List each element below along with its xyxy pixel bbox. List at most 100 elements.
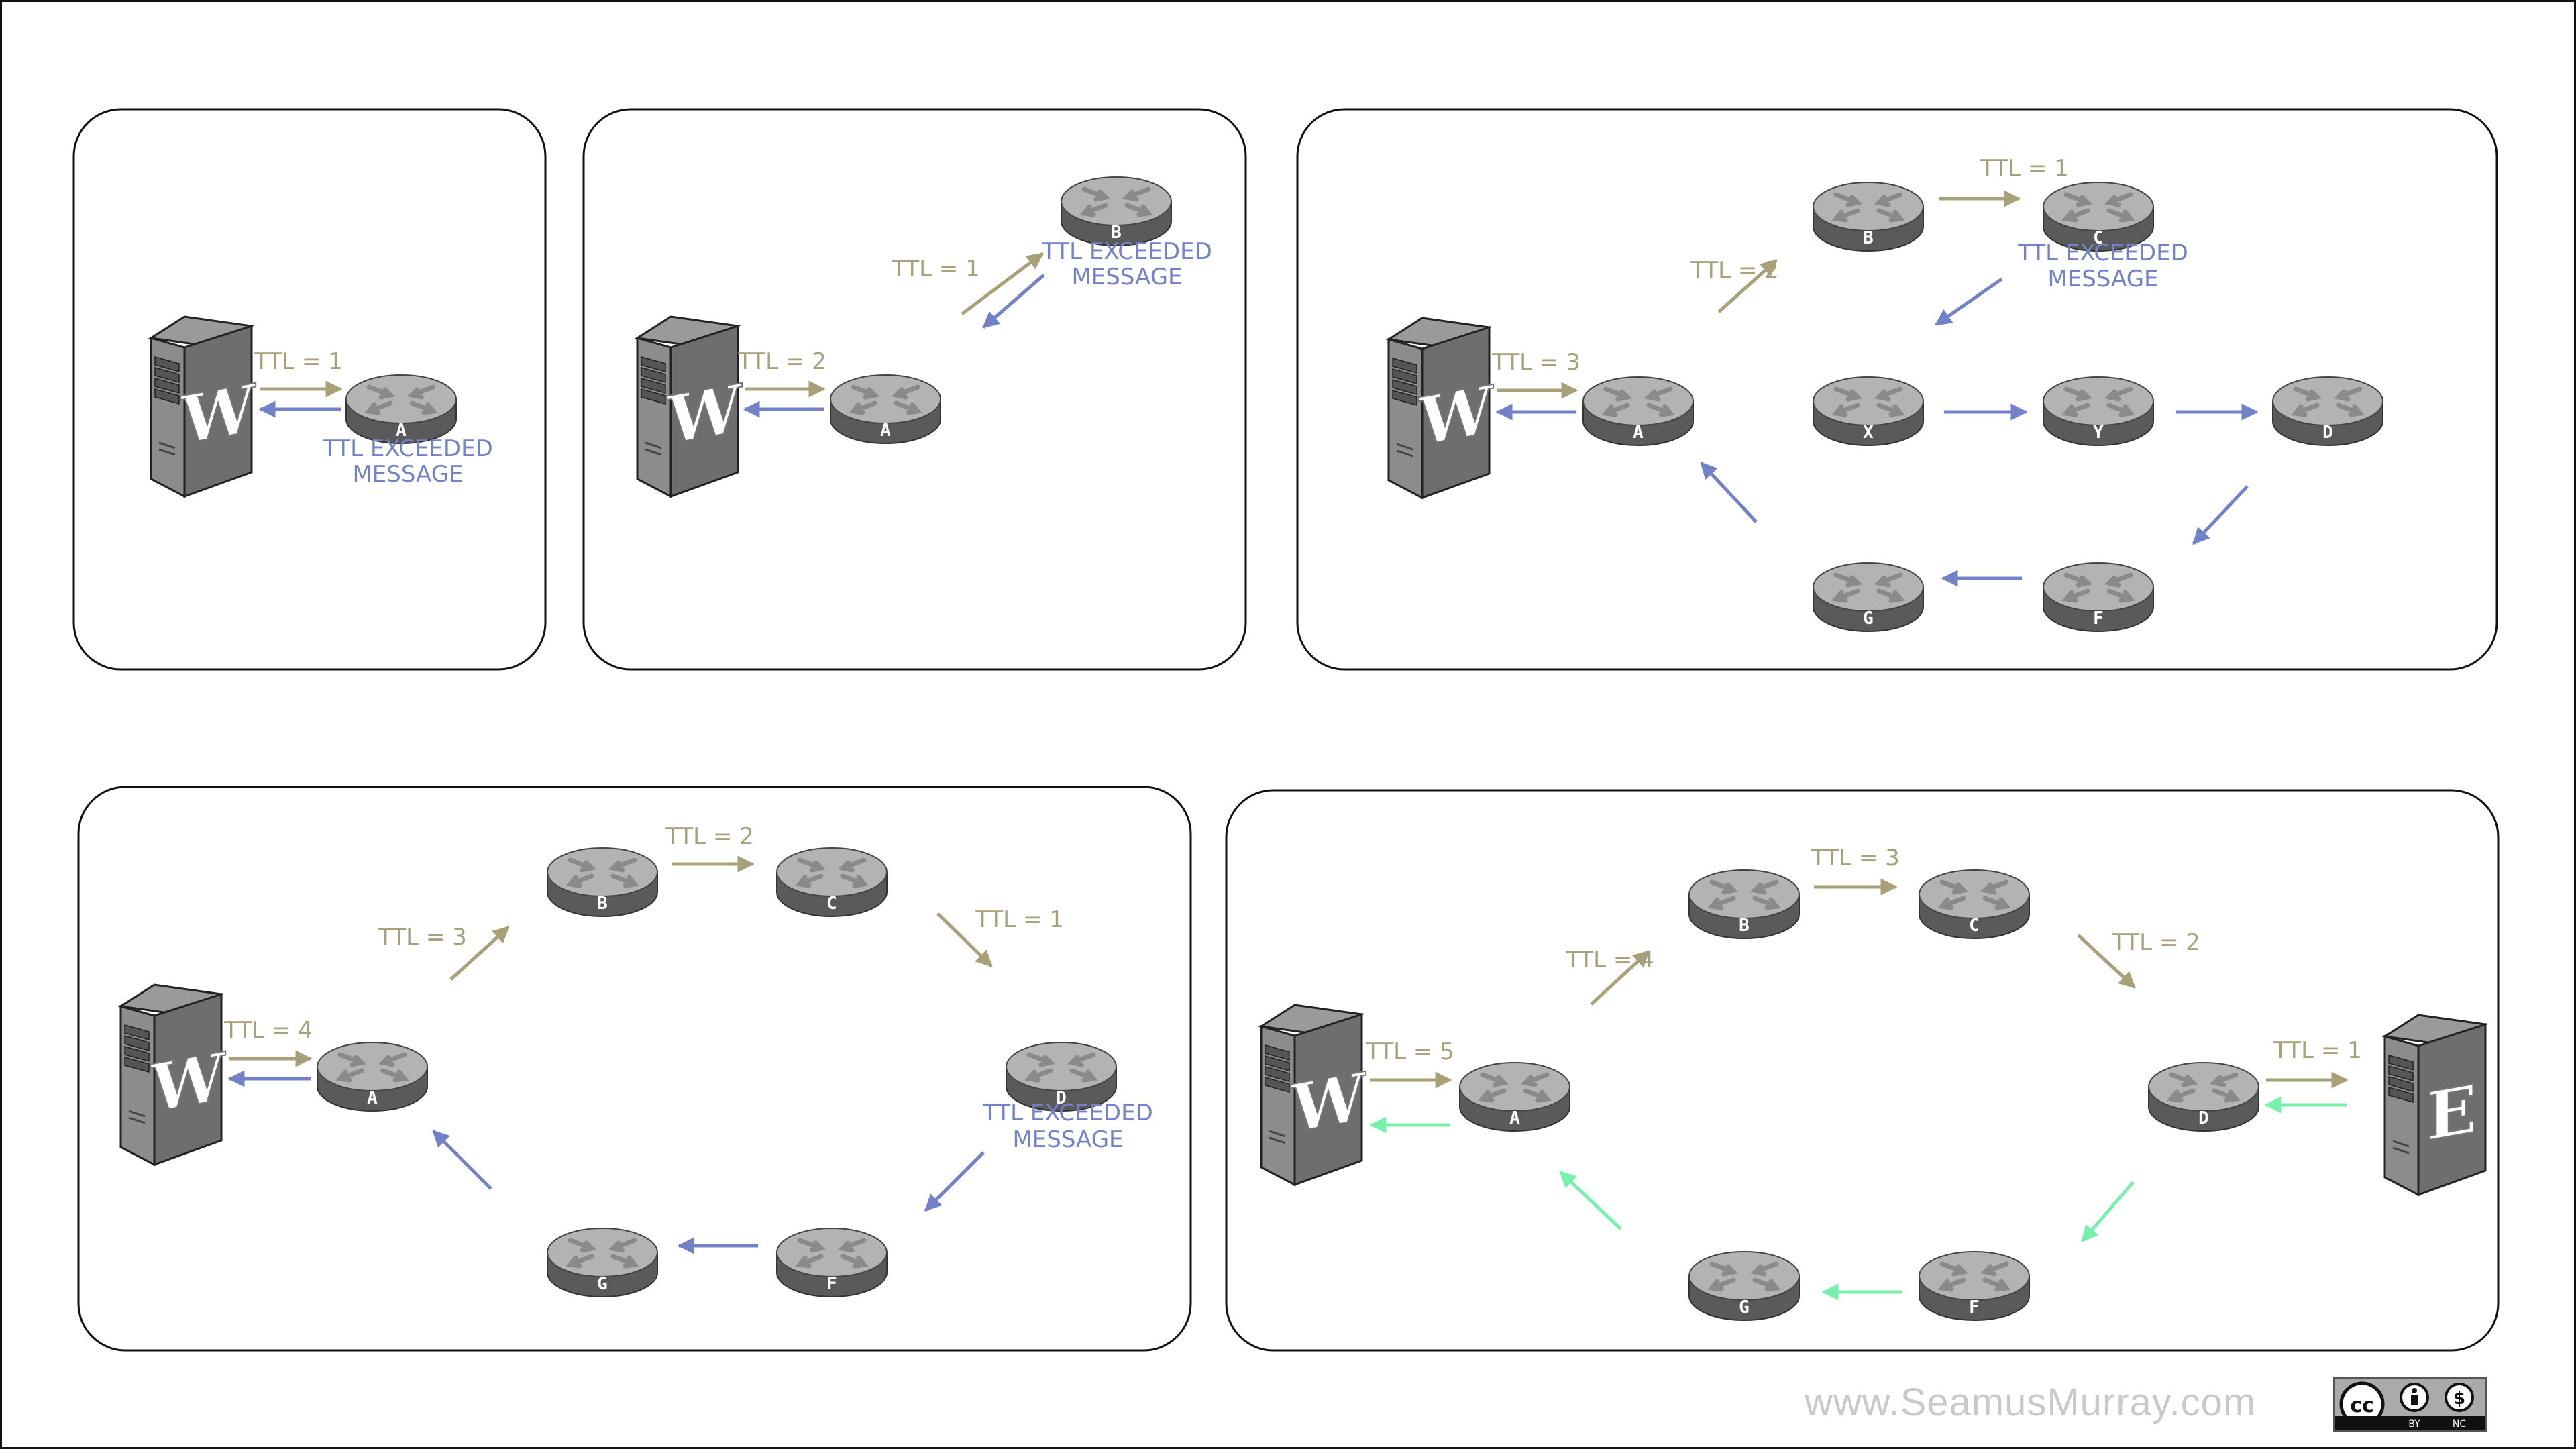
router-arrows-icon (795, 1238, 869, 1269)
svg-text:BY: BY (2408, 1419, 2420, 1430)
router-arrows-icon (1831, 192, 1905, 223)
router-label: D (2322, 423, 2333, 443)
router-arrows-icon (1707, 1261, 1781, 1292)
router-c: C (2043, 182, 2154, 252)
server-letter: W (1418, 371, 1494, 462)
router-g: G (547, 1228, 658, 1297)
ttl-exceeded-label: TTL EXCEEDED (1041, 238, 1212, 265)
router-label: F (1969, 1297, 1980, 1318)
reply-arrow (1700, 462, 1758, 523)
site-url[interactable]: www.SeamusMurray.com (1805, 1380, 2257, 1424)
reply-arrow (924, 1151, 985, 1212)
server-letter: W (150, 1038, 226, 1128)
svg-text:$: $ (2453, 1389, 2465, 1409)
ttl-probe-arrow (1717, 259, 1778, 313)
ttl-label: TTL = 3 (378, 924, 467, 951)
server-e: E (2381, 1014, 2489, 1197)
panel-frame (77, 786, 1192, 1352)
router-a: A (317, 1042, 428, 1112)
router-label: C (826, 894, 837, 914)
router-label: A (396, 421, 407, 441)
ttl-probe-arrow (2077, 934, 2136, 989)
ttl-exceeded-label: MESSAGE (2047, 266, 2158, 292)
router-a: A (345, 374, 457, 444)
router-arrows-icon (1937, 879, 2011, 910)
reply-arrow (982, 274, 1045, 329)
ttl-probe-arrow (936, 912, 993, 967)
reply-arrow (2192, 485, 2249, 545)
router-label: F (2093, 608, 2104, 629)
router-f: F (2043, 562, 2154, 632)
router-c: C (776, 847, 888, 917)
ttl-label: TTL = 4 (1565, 947, 1654, 973)
router-arrows-icon (2167, 1072, 2241, 1103)
server-letter: E (2427, 1070, 2477, 1156)
router-b: B (547, 847, 658, 917)
ttl-exceeded-label: MESSAGE (1071, 264, 1182, 290)
router-f: F (776, 1228, 888, 1297)
ttl-exceeded-label: TTL EXCEEDED (982, 1099, 1153, 1126)
router-label: A (367, 1088, 378, 1108)
router-g: G (1813, 562, 1924, 632)
router-a: A (1459, 1062, 1570, 1132)
server-w: W (148, 315, 257, 498)
ttl-label: TTL = 1 (254, 348, 343, 375)
svg-text:NC: NC (2453, 1419, 2466, 1430)
router-label: B (1739, 916, 1750, 936)
nc-icon (2445, 1383, 2474, 1412)
router-label: D (1056, 1088, 1067, 1108)
router-arrows-icon (1024, 1052, 1098, 1083)
reply-arrow (2081, 1181, 2135, 1242)
router-c: C (1919, 869, 2030, 939)
router-b: B (1688, 869, 1800, 939)
router-f: F (1919, 1251, 2030, 1321)
router-b: B (1061, 176, 1172, 246)
router-x: X (1813, 376, 1924, 446)
router-d: D (2272, 376, 2383, 446)
ttl-probe-arrow (961, 252, 1044, 315)
router-arrows-icon (795, 857, 869, 888)
ttl-exceeded-label: TTL EXCEEDED (2017, 239, 2188, 266)
server-letter: W (1291, 1058, 1366, 1148)
router-arrows-icon (2291, 386, 2365, 417)
ttl-label: TTL = 1 (2273, 1037, 2362, 1064)
router-label: B (1111, 223, 1122, 243)
router-arrows-icon (566, 1238, 639, 1269)
ttl-label: TTL = 3 (1811, 845, 1900, 871)
router-label: D (2198, 1108, 2209, 1128)
server-w: W (1258, 1004, 1367, 1187)
router-a: A (1582, 376, 1694, 446)
ttl-label: TTL = 1 (975, 906, 1064, 933)
router-arrows-icon (1831, 572, 1905, 603)
reply-arrow (1559, 1171, 1622, 1230)
router-label: F (826, 1274, 837, 1294)
router-arrows-icon (2061, 386, 2135, 417)
server-w: W (1385, 317, 1495, 500)
router-label: A (1509, 1108, 1520, 1128)
router-arrows-icon (1937, 1261, 2011, 1292)
reply-arrow (1934, 277, 2003, 327)
ttl-label: TTL = 1 (1980, 155, 2069, 182)
router-arrows-icon (2061, 572, 2135, 603)
router-arrows-icon (849, 384, 922, 415)
router-arrows-icon (1707, 879, 1781, 910)
license-badge: cc $ BY NC (2333, 1377, 2487, 1432)
ttl-probe-arrow (449, 926, 510, 981)
footer: www.SeamusMurray.com (1805, 1375, 2256, 1429)
ttl-label: TTL = 2 (1690, 257, 1779, 284)
router-arrows-icon (1478, 1072, 1552, 1103)
router-label: A (1633, 423, 1644, 443)
ttl-label: TTL = 2 (665, 823, 754, 850)
ttl-label: TTL = 1 (891, 256, 980, 282)
router-b: B (1813, 182, 1924, 252)
router-label: A (880, 421, 891, 441)
router-arrows-icon (1831, 386, 1905, 417)
ttl-label: TTL = 2 (737, 348, 826, 375)
server-letter: W (180, 370, 256, 460)
router-arrows-icon (1079, 186, 1153, 217)
router-label: G (1863, 608, 1874, 629)
router-arrows-icon (364, 384, 438, 415)
